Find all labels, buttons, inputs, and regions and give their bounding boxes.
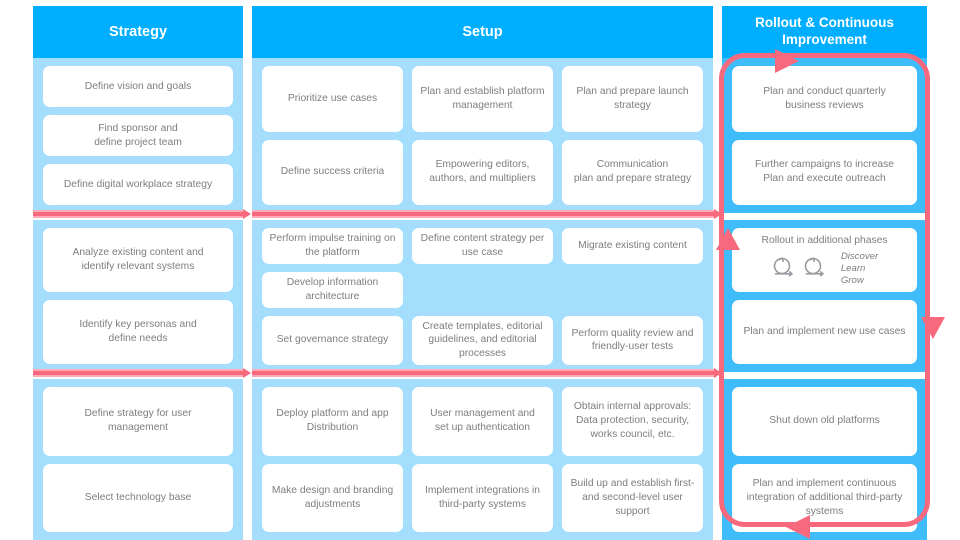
column-header-strategy: Strategy <box>33 6 243 58</box>
task-card[interactable]: Define success criteria <box>262 139 403 205</box>
task-card[interactable]: Prioritize use cases <box>262 66 403 132</box>
task-card[interactable]: Empowering editors,authors, and multipli… <box>412 139 553 205</box>
task-card-spacer <box>562 272 703 308</box>
task-card-spacer <box>412 272 553 308</box>
loop-arrowhead-top-icon <box>775 49 799 73</box>
band-rollout-3: Shut down old platforms Plan and impleme… <box>722 379 927 540</box>
flow-arrow-strategy-to-setup <box>33 209 251 219</box>
band-setup-1: Prioritize use cases Plan and establish … <box>252 58 713 213</box>
cycle-word-learn: Learn <box>840 263 866 275</box>
cycle-word-discover: Discover <box>840 251 879 263</box>
task-card[interactable]: Define digital workplace strategy <box>43 164 233 205</box>
task-card[interactable]: Shut down old platforms <box>732 387 917 456</box>
loop-arrowhead-right-icon <box>921 317 945 339</box>
task-card-rollout-phases[interactable]: Rollout in additional phases <box>732 228 917 292</box>
cycle-loop-icon <box>771 255 797 284</box>
task-card[interactable]: Obtain internal approvals:Data protectio… <box>562 387 703 456</box>
cycle-loop-icon <box>802 255 828 284</box>
column-body-strategy: Define vision and goals Find sponsor and… <box>33 58 243 540</box>
task-card[interactable]: Set governance strategy <box>262 315 403 366</box>
flow-arrow-strategy-to-setup-2 <box>33 368 251 378</box>
loop-arrowhead-bottom-icon <box>786 515 810 539</box>
column-strategy: Strategy Define vision and goals Find sp… <box>33 6 243 540</box>
task-card[interactable]: Select technology base <box>43 463 233 532</box>
column-body-setup: Prioritize use cases Plan and establish … <box>252 58 713 540</box>
cycle-word-grow: Grow <box>840 274 864 286</box>
task-card[interactable]: Plan and implement new use cases <box>732 300 917 364</box>
task-card[interactable]: Migrate existing content <box>562 228 703 264</box>
column-header-setup: Setup <box>252 6 713 58</box>
cycle-card-title: Rollout in additional phases <box>761 234 888 246</box>
column-setup: Setup Prioritize use cases Plan and esta… <box>252 6 713 540</box>
task-card[interactable]: Build up and establish first-and second-… <box>562 463 703 532</box>
band-rollout-2: Rollout in additional phases <box>722 220 927 372</box>
flow-arrow-setup-to-rollout <box>252 209 722 219</box>
band-strategy-1: Define vision and goals Find sponsor and… <box>33 58 243 213</box>
task-card[interactable]: Define vision and goals <box>43 66 233 107</box>
flow-arrow-setup-to-rollout-2 <box>252 368 722 378</box>
loop-arrowhead-left-icon <box>716 228 740 250</box>
